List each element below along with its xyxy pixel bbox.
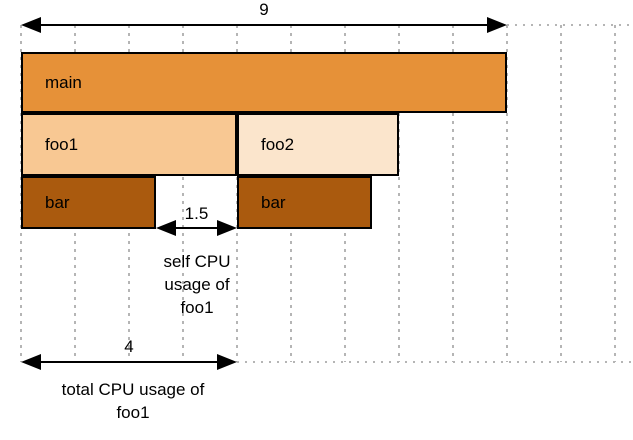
frame-foo1: foo1	[21, 113, 237, 176]
arrowhead-left-icon	[156, 220, 176, 236]
arrowhead-right-icon	[217, 354, 237, 370]
grid-line-vertical	[182, 25, 184, 362]
frame-bar-left: bar	[21, 176, 156, 229]
grid-line-vertical	[506, 25, 508, 362]
total-width-value: 9	[259, 0, 269, 19]
arrow-shaft	[25, 24, 503, 26]
frame-bar-right: bar	[237, 176, 372, 229]
grid-line-vertical	[560, 25, 562, 362]
grid-line-horizontal-bottom	[237, 361, 631, 363]
arrowhead-right-icon	[217, 220, 237, 236]
total-usage-value: 4	[124, 337, 134, 356]
grid-line-vertical	[452, 25, 454, 362]
arrowhead-left-icon	[21, 17, 41, 33]
frame-bar-left-label: bar	[45, 192, 70, 212]
self-usage-value: 1.5	[184, 204, 209, 223]
total-usage-caption: total CPU usage of foo1	[61, 380, 205, 422]
frame-bar-right-label: bar	[261, 192, 286, 212]
grid-line-horizontal-top	[507, 24, 631, 26]
frame-foo1-label: foo1	[45, 134, 79, 154]
self-usage-caption: self CPU usage of foo1	[163, 252, 231, 317]
arrow-shaft	[160, 227, 233, 229]
arrowhead-left-icon	[21, 354, 41, 370]
frame-foo2-label: foo2	[261, 134, 295, 154]
grid-line-vertical	[398, 25, 400, 362]
arrowhead-right-icon	[487, 17, 507, 33]
grid-line-vertical	[614, 25, 616, 362]
frame-foo2: foo2	[237, 113, 399, 176]
frame-main: main	[21, 52, 507, 113]
arrow-shaft	[25, 361, 233, 363]
frame-main-label: main	[45, 72, 82, 92]
